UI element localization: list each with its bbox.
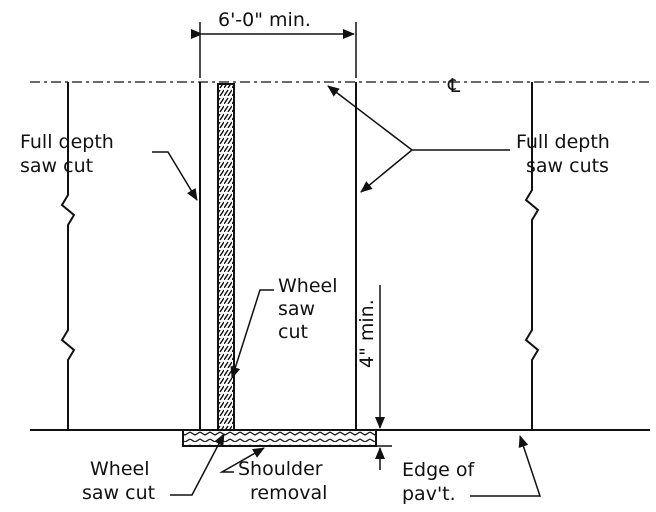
four-inch-min-label: 4" min. — [356, 299, 378, 368]
svg-text:saw cut: saw cut — [20, 155, 93, 177]
svg-text:Shoulder: Shoulder — [238, 458, 323, 480]
wheel-saw-cut-mid-callout: Wheel saw cut — [230, 275, 338, 379]
svg-text:Wheel: Wheel — [278, 275, 338, 297]
svg-text:Full depth: Full depth — [20, 131, 114, 153]
wheel-saw-cut-bottom-callout: Wheel saw cut — [82, 433, 225, 504]
shoulder-removal-callout: Shoulder removal — [219, 447, 327, 504]
wheel-saw-cut-strip — [217, 83, 235, 431]
top-dimension: 6'-0" min. — [191, 9, 357, 78]
centerline-symbol: ℄ — [447, 75, 461, 97]
svg-text:pav't.: pav't. — [402, 483, 456, 505]
svg-text:saw cuts: saw cuts — [526, 155, 609, 177]
four-inch-min-dimension: 4" min. — [356, 285, 392, 470]
svg-text:saw: saw — [278, 298, 315, 320]
svg-text:Full depth: Full depth — [516, 131, 610, 153]
svg-text:cut: cut — [278, 321, 308, 343]
left-pavement-line — [60, 82, 76, 430]
full-depth-saw-cuts-right-callout: Full depth saw cuts — [327, 85, 610, 193]
svg-text:Edge of: Edge of — [402, 459, 475, 481]
right-pavement-line — [524, 82, 540, 430]
shoulder-removal-strip — [182, 429, 377, 447]
svg-text:Wheel: Wheel — [90, 458, 150, 480]
dimension-top-label: 6'-0" min. — [218, 9, 311, 31]
svg-text:℄: ℄ — [447, 75, 461, 97]
full-depth-saw-cut-left-callout: Full depth saw cut — [20, 131, 198, 201]
edge-of-pavement-callout: Edge of pav't. — [402, 435, 542, 505]
svg-text:removal: removal — [250, 482, 327, 504]
svg-text:saw cut: saw cut — [82, 482, 155, 504]
